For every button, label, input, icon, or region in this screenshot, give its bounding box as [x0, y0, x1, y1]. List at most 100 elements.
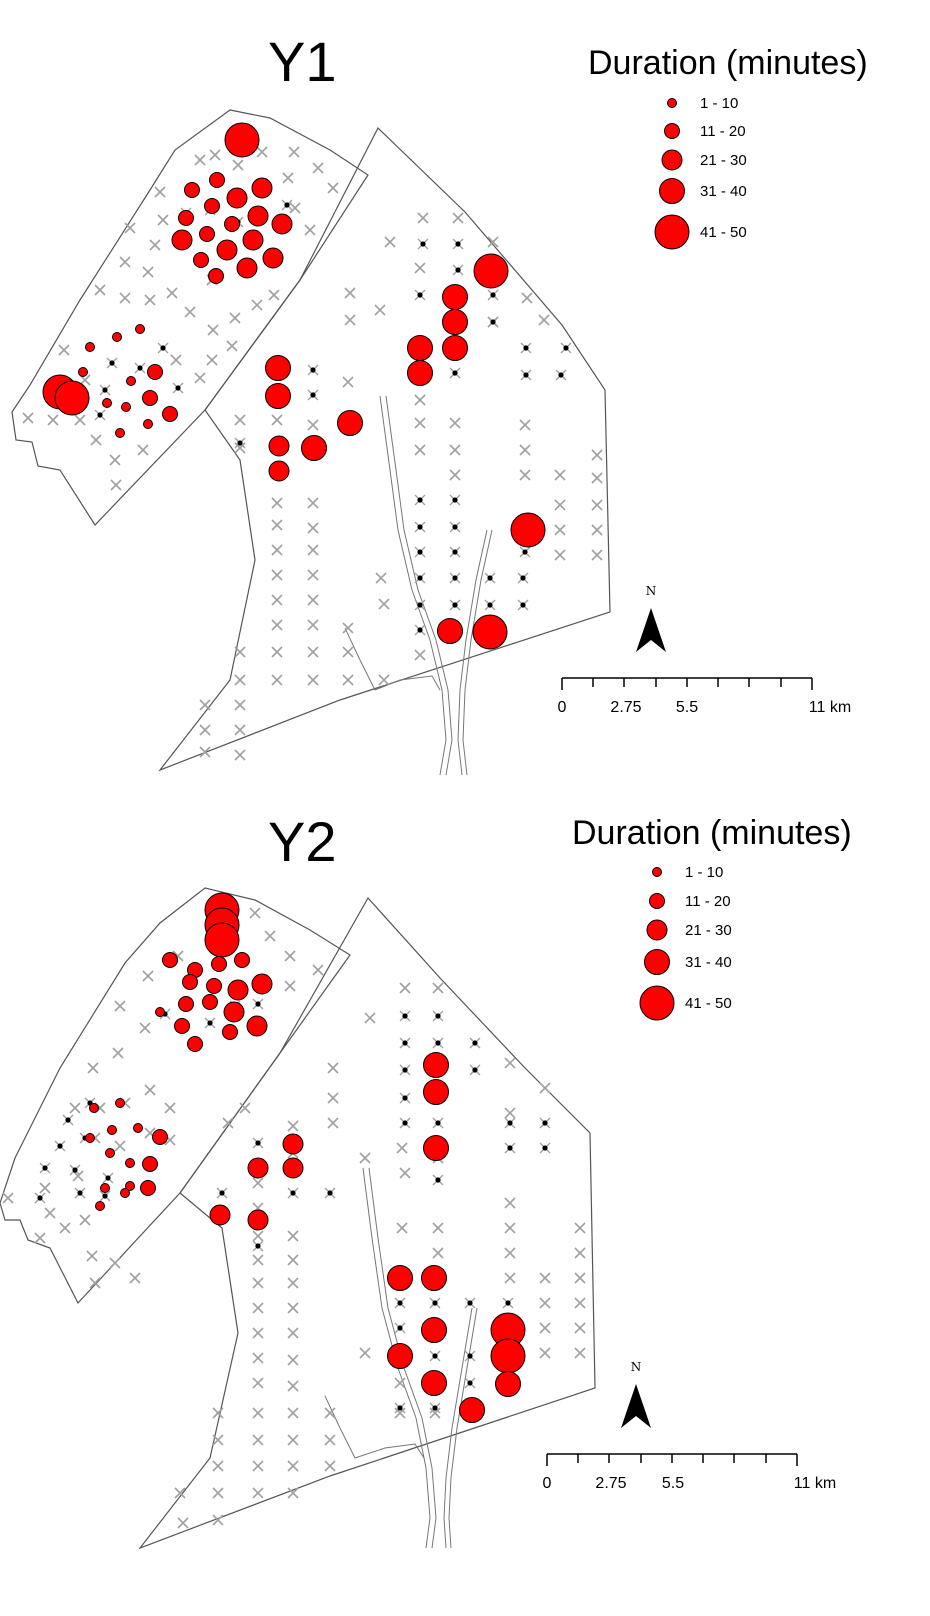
- no-detection-x-marker: [591, 549, 603, 561]
- legend-symbol-2: [649, 893, 665, 909]
- detection-circle: [112, 332, 122, 342]
- low-detection-dot: [57, 1143, 63, 1149]
- study-area-boundary: [11, 109, 611, 772]
- no-detection-x-marker: [287, 1302, 299, 1314]
- low-detection-dot: [523, 372, 529, 378]
- detection-circle: [407, 335, 433, 361]
- detection-circle: [247, 1157, 269, 1179]
- no-detection-x-marker: [206, 354, 218, 366]
- no-detection-x-marker: [539, 1082, 551, 1094]
- no-detection-x-marker: [252, 1327, 264, 1339]
- detection-circle: [143, 419, 153, 429]
- legend-title: Duration (minutes): [588, 44, 868, 82]
- no-detection-x-marker: [304, 224, 316, 236]
- no-detection-x-marker: [142, 266, 154, 278]
- no-detection-x-marker: [252, 1230, 264, 1242]
- detection-circle: [162, 406, 178, 422]
- detection-circle: [495, 1371, 521, 1397]
- scale-tick-2: 5.5: [661, 1475, 685, 1492]
- no-detection-x-marker: [252, 1277, 264, 1289]
- no-detection-x-marker: [199, 699, 211, 711]
- no-detection-x-marker: [39, 1182, 51, 1194]
- no-detection-x-marker: [399, 982, 411, 994]
- no-detection-x-marker: [307, 646, 319, 658]
- study-area-boundary: [0, 887, 596, 1550]
- no-detection-x-marker: [166, 287, 178, 299]
- detection-circle: [473, 253, 509, 289]
- no-detection-x-marker: [252, 1377, 264, 1389]
- detection-circle: [95, 1201, 105, 1211]
- no-detection-x-marker: [289, 202, 301, 214]
- scale-tick-1: 2.75: [610, 699, 642, 716]
- low-detection-dot: [310, 367, 316, 373]
- legend-label-4: 31 - 40: [700, 183, 747, 200]
- legend-symbol-5: [639, 985, 675, 1021]
- low-detection-dot: [397, 1300, 403, 1306]
- detection-circle: [407, 360, 433, 386]
- low-detection-dot: [77, 1190, 83, 1196]
- detection-circle: [442, 284, 468, 310]
- no-detection-x-marker: [307, 674, 319, 686]
- no-detection-x-marker: [174, 1487, 186, 1499]
- legend-label-2: 11 - 20: [700, 123, 746, 140]
- no-detection-x-marker: [574, 1272, 586, 1284]
- low-detection-dot: [472, 1067, 478, 1073]
- no-detection-x-marker: [44, 1207, 56, 1219]
- detection-circle: [459, 1397, 485, 1423]
- low-detection-dot: [397, 1405, 403, 1411]
- north-label: N: [630, 1360, 642, 1374]
- detection-circle: [209, 1204, 231, 1226]
- no-detection-x-marker: [252, 1434, 264, 1446]
- low-detection-markers: [94, 139, 572, 636]
- detection-circle: [337, 410, 363, 436]
- detection-circle: [100, 1183, 110, 1193]
- detection-circle: [442, 335, 468, 361]
- no-detection-x-marker: [359, 1347, 371, 1359]
- no-detection-x-marker: [287, 1460, 299, 1472]
- no-detection-x-marker: [378, 598, 390, 610]
- no-detection-x-marker: [271, 497, 283, 509]
- legend-label-1: 1 - 10: [700, 95, 739, 112]
- low-detection-dot: [207, 1020, 213, 1026]
- no-detection-x-marker: [264, 930, 276, 942]
- low-detection-dot: [472, 1040, 478, 1046]
- no-detection-x-marker: [144, 294, 156, 306]
- no-detection-x-marker: [251, 299, 263, 311]
- legend-label-5: 41 - 50: [685, 995, 732, 1012]
- no-detection-x-marker: [394, 1407, 406, 1419]
- detection-circle: [85, 1133, 95, 1143]
- low-detection-dot: [65, 1117, 71, 1123]
- low-detection-dot: [402, 1067, 408, 1073]
- no-detection-x-marker: [574, 1247, 586, 1259]
- low-detection-dot: [327, 1190, 333, 1196]
- no-detection-x-marker: [112, 1047, 124, 1059]
- low-detection-dot: [542, 1120, 548, 1126]
- low-detection-dot: [284, 202, 290, 208]
- low-detection-dot: [417, 627, 423, 633]
- no-detection-x-marker: [234, 646, 246, 658]
- low-detection-dot: [417, 497, 423, 503]
- no-detection-x-marker: [58, 344, 70, 356]
- low-detection-dot: [255, 1243, 261, 1249]
- low-detection-dot: [255, 1140, 261, 1146]
- no-detection-x-marker: [252, 1407, 264, 1419]
- no-detection-x-marker: [139, 1022, 151, 1034]
- no-detection-x-marker: [591, 472, 603, 484]
- low-detection-dot: [420, 241, 426, 247]
- no-detection-x-marker: [539, 1322, 551, 1334]
- river: [344, 395, 493, 776]
- detection-circle: [423, 1079, 449, 1105]
- detection-circle: [222, 1024, 238, 1040]
- detection-circle: [206, 978, 222, 994]
- no-detection-x-marker: [449, 417, 461, 429]
- detection-circle: [89, 1103, 99, 1113]
- low-detection-dot: [402, 1095, 408, 1101]
- detection-circle: [85, 342, 95, 352]
- no-detection-x-marker: [504, 1222, 516, 1234]
- no-detection-x-marker: [226, 340, 238, 352]
- detection-circle: [187, 1036, 203, 1052]
- no-detection-x-marker: [94, 284, 106, 296]
- detection-circle: [125, 1158, 135, 1168]
- no-detection-x-marker: [177, 1517, 189, 1529]
- low-detection-dot: [310, 392, 316, 398]
